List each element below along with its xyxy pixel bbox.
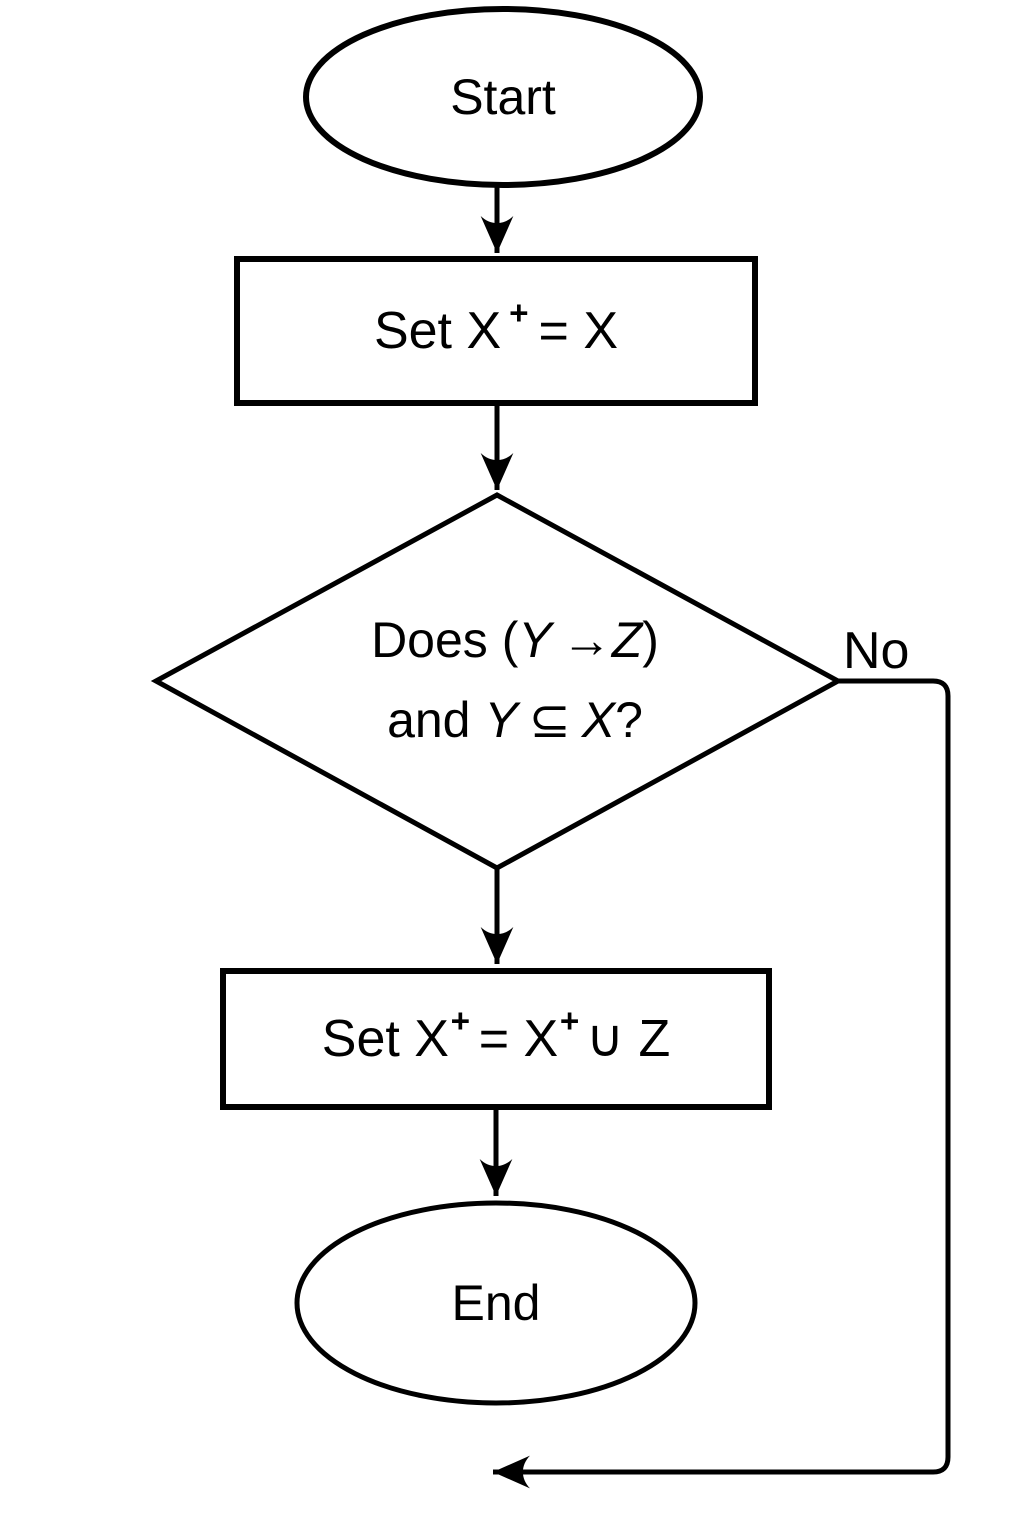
step2-post: ∪ Z xyxy=(585,1010,671,1068)
decision-line1-pre: Does ( xyxy=(371,612,519,668)
step2-mid: = X xyxy=(478,1010,559,1068)
decision-var-y1: Y xyxy=(518,612,552,668)
start-label: Start xyxy=(306,9,700,185)
step1-label: Set X + = X xyxy=(237,259,755,403)
subset-glyph: ⊆ xyxy=(528,692,571,748)
decision-line2-close: ? xyxy=(615,692,643,748)
implies-arrow-glyph: → xyxy=(561,612,612,668)
end-text: End xyxy=(451,1275,541,1331)
step2-node xyxy=(220,968,772,1110)
end-node xyxy=(294,1200,698,1406)
step2-superscript-plus-1: + xyxy=(450,1002,471,1040)
start-node xyxy=(303,6,703,188)
decision-line2-pre: and xyxy=(387,692,471,748)
decision-line1-close: ) xyxy=(642,612,659,668)
end-label: End xyxy=(297,1203,695,1403)
step2-label: Set X + = X + ∪ Z xyxy=(223,971,769,1107)
edge-no-loop xyxy=(493,678,951,1489)
start-text: Start xyxy=(450,69,556,125)
decision-node xyxy=(150,492,844,871)
decision-var-x: X xyxy=(581,692,616,748)
step1-post: = X xyxy=(538,302,619,360)
no-branch-label: No xyxy=(843,622,953,681)
step1-superscript-plus: + xyxy=(509,294,529,332)
decision-var-y2: Y xyxy=(484,692,518,748)
step1-node xyxy=(234,256,758,406)
no-text: No xyxy=(843,622,910,680)
step1-pre: Set X xyxy=(373,302,502,360)
step2-superscript-plus-2: + xyxy=(559,1002,580,1040)
decision-var-z: Z xyxy=(611,612,643,668)
decision-line1: Does (Y→Z) xyxy=(371,600,659,680)
step2-pre: Set X xyxy=(321,1010,449,1068)
